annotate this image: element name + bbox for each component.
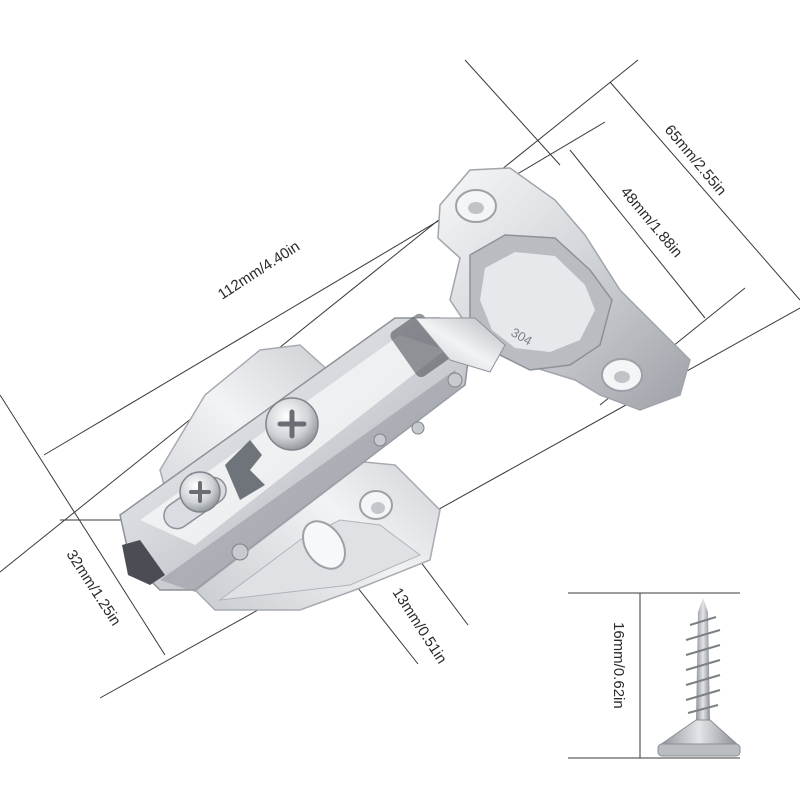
dimension-label-plate: 32mm/1.25in	[63, 547, 124, 629]
dimension-label-cup: 48mm/1.88in	[617, 184, 686, 261]
dimension-label-length: 112mm/4.40in	[215, 238, 303, 303]
cabinet-hinge: 304	[119, 167, 691, 611]
arm-screw-small	[179, 471, 221, 513]
wood-screw	[657, 598, 741, 757]
dimension-label-screw: 16mm/0.62in	[610, 622, 627, 709]
dimension-label-hole-spacing: 13mm/0.51in	[389, 585, 450, 667]
hinge-cup-plate: 304	[437, 167, 691, 411]
dimension-label-width: 65mm/2.55in	[661, 122, 730, 199]
arm-screw-large	[265, 397, 319, 451]
arm-end-cap	[122, 540, 165, 585]
